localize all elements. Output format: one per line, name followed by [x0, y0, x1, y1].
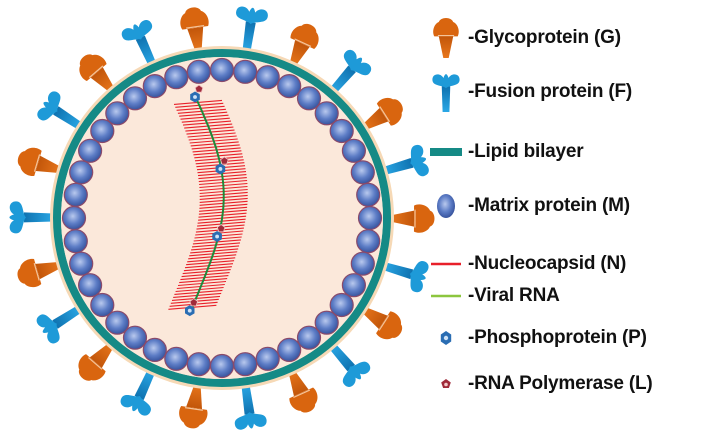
rna-polymerase — [220, 156, 229, 165]
lipid-bilayer-icon — [424, 132, 468, 172]
fusion-protein — [236, 6, 268, 53]
legend-label: -Viral RNA — [468, 285, 560, 306]
matrix-protein — [122, 86, 148, 111]
legend-item-polymerase: -RNA Polymerase (L) — [424, 369, 704, 399]
fusion-protein — [37, 91, 84, 131]
legend-item-lipid: -Lipid bilayer — [424, 137, 704, 167]
glycoprotein — [289, 23, 319, 67]
glycoprotein — [179, 383, 208, 429]
matrix-protein — [277, 73, 302, 99]
matrix-protein — [164, 346, 189, 371]
matrix-protein-layer — [61, 57, 383, 379]
legend-label: -Phosphoprotein (P) — [468, 327, 647, 348]
fusion-protein — [120, 368, 156, 416]
viral-rna-icon — [424, 276, 468, 316]
surface-spikes — [9, 6, 435, 430]
matrix-protein — [255, 65, 280, 90]
rna-polymerase — [189, 298, 199, 307]
nucleocapsid-icon — [424, 244, 468, 284]
glycoprotein — [79, 54, 115, 93]
legend: -Glycoprotein (G) -Fusion protein (F) -Lip… — [424, 0, 704, 436]
rna-polymerase — [194, 84, 204, 93]
fusion-protein — [9, 201, 55, 234]
legend-item-phospho: -Phosphoprotein (P) — [424, 323, 704, 353]
matrix-protein — [142, 73, 167, 99]
matrix-protein — [69, 251, 94, 276]
legend-label: -RNA Polymerase (L) — [468, 373, 653, 394]
fusion-protein — [234, 383, 267, 430]
matrix-protein-icon — [424, 186, 468, 226]
matrix-protein — [90, 292, 115, 318]
glycoprotein — [361, 306, 403, 340]
lipid-bilayer — [53, 49, 391, 387]
matrix-protein — [233, 352, 258, 377]
legend-label: -Matrix protein (M) — [468, 195, 630, 216]
matrix-protein — [255, 346, 280, 371]
matrix-protein — [341, 138, 366, 163]
legend-item-matrix: -Matrix protein (M) — [424, 191, 704, 221]
matrix-protein — [105, 101, 130, 126]
matrix-protein — [105, 310, 130, 335]
matrix-protein — [356, 182, 381, 207]
matrix-protein — [356, 229, 381, 254]
matrix-protein — [350, 160, 375, 185]
matrix-protein — [209, 353, 235, 379]
matrix-protein — [314, 310, 339, 335]
matrix-protein — [341, 273, 366, 298]
matrix-protein — [329, 118, 354, 144]
rna-polymerase-icon — [424, 364, 468, 404]
matrix-protein — [186, 59, 211, 84]
matrix-protein — [277, 337, 302, 362]
legend-label: -Nucleocapsid (N) — [468, 253, 627, 274]
fusion-protein — [329, 49, 372, 95]
glycoprotein — [180, 7, 209, 53]
matrix-protein — [142, 337, 167, 362]
legend-label: -Fusion protein (F) — [468, 81, 632, 102]
matrix-protein — [122, 325, 148, 350]
glycoprotein — [78, 342, 114, 381]
matrix-protein — [209, 57, 235, 83]
fusion-protein — [381, 261, 429, 293]
matrix-protein — [164, 65, 189, 90]
fusion-protein — [382, 144, 429, 177]
phosphoprotein-icon — [424, 318, 468, 358]
legend-label: -Glycoprotein (G) — [468, 27, 621, 48]
glycoprotein — [288, 369, 318, 413]
matrix-protein — [63, 182, 88, 207]
glycoprotein — [389, 204, 435, 233]
fusion-protein — [328, 342, 371, 387]
legend-item-glycoprotein: -Glycoprotein (G) — [424, 17, 704, 58]
matrix-protein — [63, 229, 88, 254]
glycoprotein-icon — [424, 17, 468, 58]
matrix-protein — [90, 118, 115, 144]
glycoprotein — [361, 97, 403, 131]
virion-diagram — [9, 6, 435, 430]
matrix-protein — [77, 138, 103, 163]
matrix-protein — [296, 325, 322, 350]
glycoprotein — [17, 258, 62, 288]
matrix-protein — [186, 352, 211, 377]
matrix-protein — [314, 101, 339, 126]
viral-rna — [189, 93, 225, 312]
legend-item-rna: -Viral RNA — [424, 281, 704, 311]
fusion-protein-icon — [424, 72, 468, 112]
matrix-protein — [69, 160, 94, 185]
matrix-protein — [77, 273, 103, 298]
matrix-protein — [350, 251, 375, 276]
matrix-protein — [357, 205, 383, 231]
legend-item-fusion: -Fusion protein (F) — [424, 74, 704, 112]
fusion-protein — [121, 19, 157, 67]
matrix-protein — [233, 59, 258, 84]
legend-label: -Lipid bilayer — [468, 141, 584, 162]
rna-polymerase — [216, 224, 226, 233]
ribonucleoprotein-complex — [168, 84, 248, 317]
legend-item-nucleocapsid: -Nucleocapsid (N) — [424, 249, 704, 279]
matrix-protein — [61, 205, 87, 231]
matrix-protein — [296, 86, 322, 111]
fusion-protein — [36, 305, 83, 344]
glycoprotein — [17, 147, 62, 177]
matrix-protein — [329, 292, 354, 318]
